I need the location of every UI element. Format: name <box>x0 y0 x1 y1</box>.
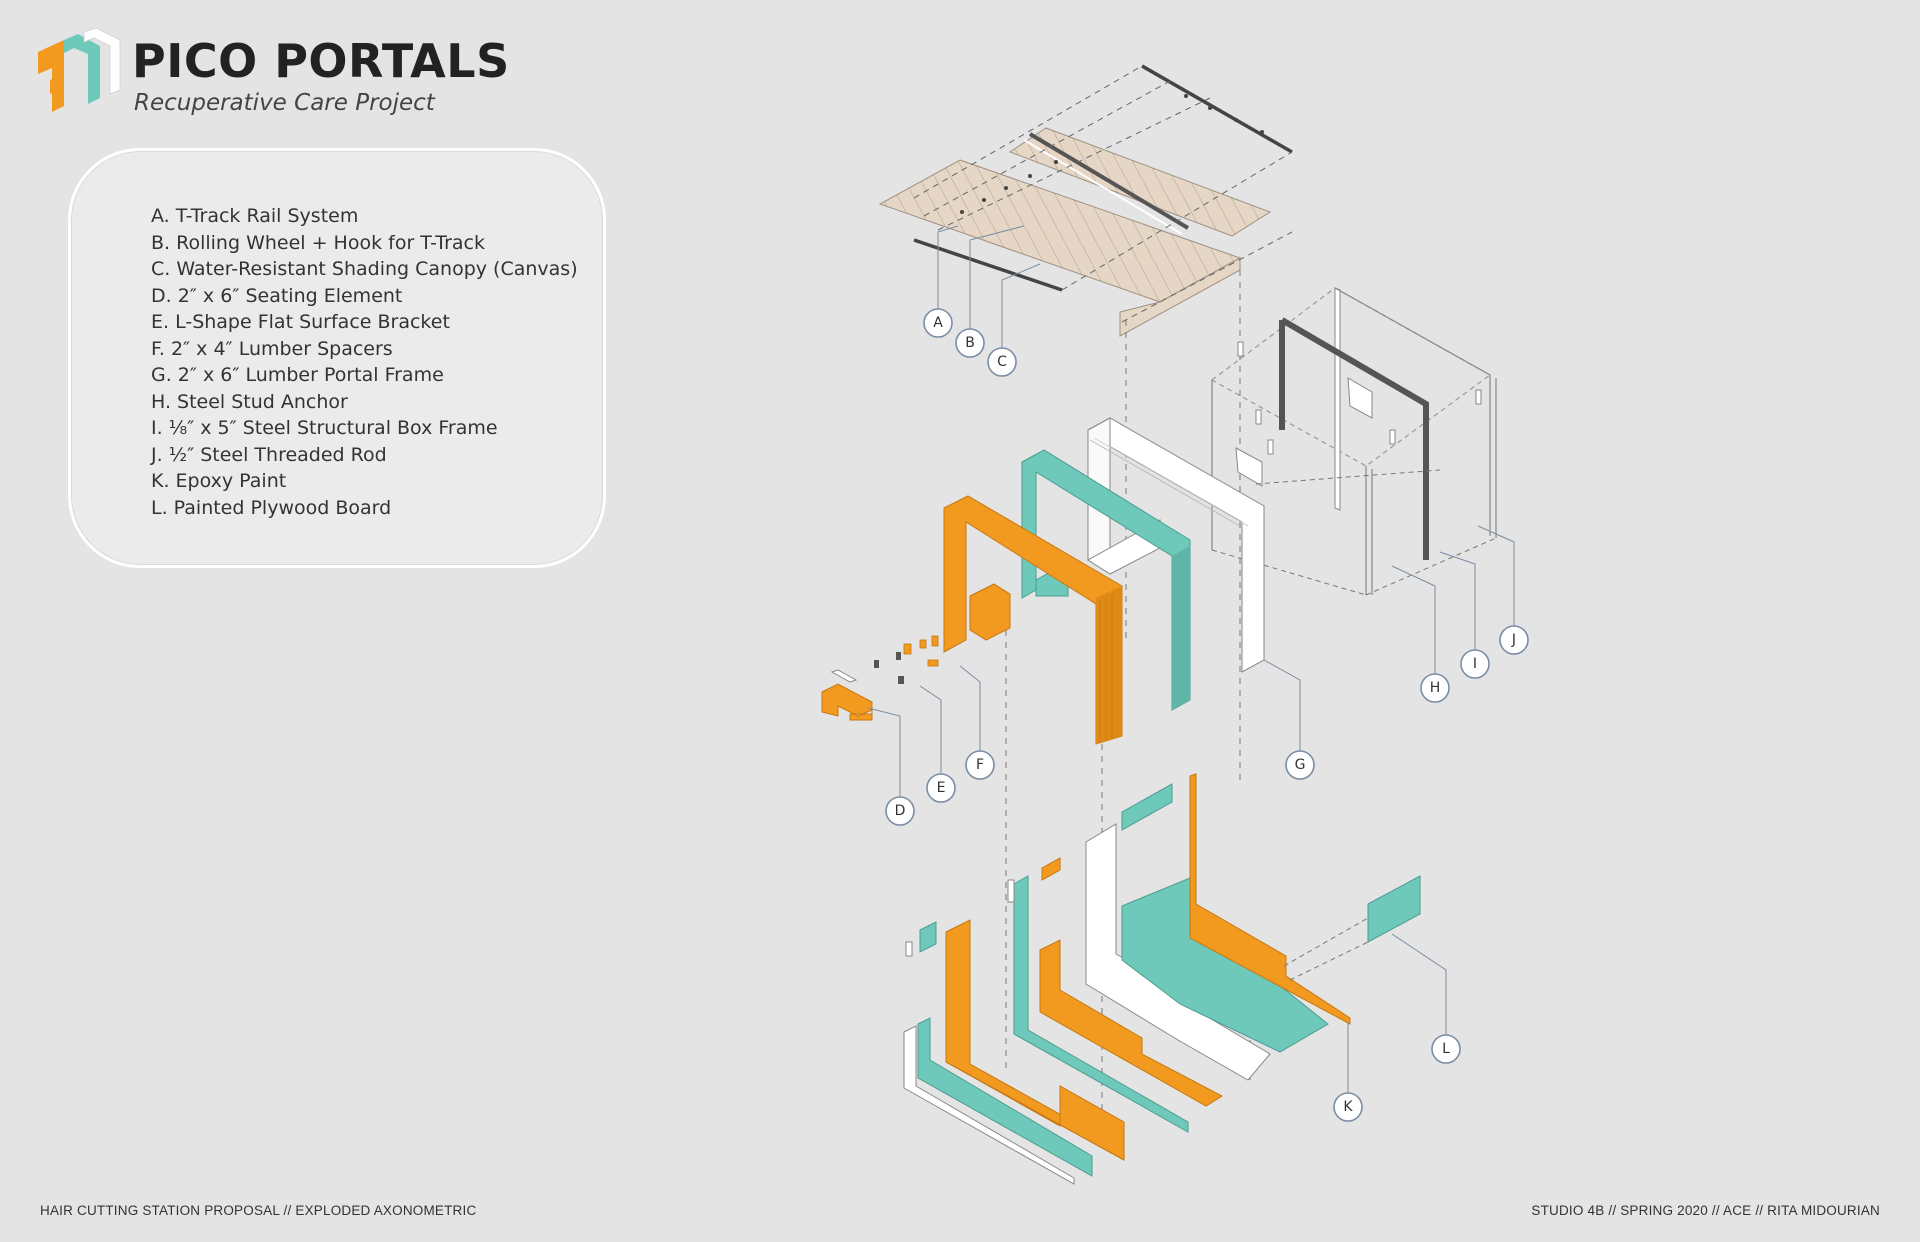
svg-text:G: G <box>1295 757 1306 773</box>
callout-c: C <box>987 347 1017 377</box>
svg-text:H: H <box>1430 680 1441 696</box>
steel-box-frame <box>1210 287 1497 596</box>
teal-tile-2 <box>919 921 937 953</box>
legend-item-h: H. Steel Stud Anchor <box>151 390 348 413</box>
teal-portal-frame <box>1021 449 1191 711</box>
footer-project-label: HAIR CUTTING STATION PROPOSAL // EXPLODE… <box>40 1203 477 1218</box>
legend-item-j: J. ¹⁄₂″ Steel Threaded Rod <box>151 443 387 466</box>
svg-text:D: D <box>895 803 906 819</box>
page-subtitle: Recuperative Care Project <box>134 90 435 116</box>
legend-item-i: I. ¹⁄₈″ x 5″ Steel Structural Box Frame <box>151 417 498 439</box>
legend-item-g: G. 2″ x 6″ Lumber Portal Frame <box>151 364 444 386</box>
legend-item-e: E. L-Shape Flat Surface Bracket <box>151 311 450 333</box>
teal-floor-strip-left <box>917 1017 1093 1177</box>
floor-layers <box>903 773 1421 1185</box>
callout-b: B <box>955 328 985 358</box>
teal-floor-strip-mid <box>1013 875 1189 1133</box>
callout-e: E <box>926 773 956 803</box>
orange-floor-strip-right <box>1189 773 1351 1025</box>
callout-l: L <box>1431 1034 1461 1064</box>
svg-text:A: A <box>933 315 943 331</box>
callout-k: K <box>1333 1092 1363 1122</box>
svg-text:C: C <box>997 354 1007 370</box>
svg-text:I: I <box>1473 656 1477 672</box>
orange-floor-strip-mid <box>1039 939 1224 1107</box>
callout-g: G <box>1285 750 1315 780</box>
plywood-board <box>1367 875 1421 943</box>
orange-portal-frame <box>943 495 1123 745</box>
legend-item-a: A. T-Track Rail System <box>151 205 359 227</box>
pico-portals-logo <box>38 28 121 112</box>
callout-j: J <box>1499 625 1529 655</box>
legend-item-f: F. 2″ x 4″ Lumber Spacers <box>151 337 393 360</box>
seating-element <box>821 635 939 721</box>
footer-credits: STUDIO 4B // SPRING 2020 // ACE // RITA … <box>1531 1203 1880 1218</box>
legend-item-k: K. Epoxy Paint <box>151 470 287 492</box>
svg-text:L: L <box>1442 1041 1450 1057</box>
t-track-rail-left <box>913 238 1063 292</box>
svg-text:K: K <box>1343 1099 1353 1115</box>
callout-i: I <box>1460 649 1490 679</box>
white-floor-panel <box>1085 823 1271 1081</box>
legend-panel: A. T-Track Rail System B. Rolling Wheel … <box>68 148 606 568</box>
callout-f: F <box>965 750 995 780</box>
legend-item-d: D. 2″ x 6″ Seating Element <box>151 284 403 307</box>
page-title: PICO PORTALS <box>132 34 510 88</box>
svg-text:E: E <box>937 780 946 796</box>
t-track-rail-right <box>1141 64 1293 154</box>
callout-a: A <box>923 308 953 338</box>
canopy-drop-flap <box>1119 257 1241 337</box>
svg-text:B: B <box>965 335 975 351</box>
legend-list: A. T-Track Rail System B. Rolling Wheel … <box>151 203 578 521</box>
callout-h: H <box>1420 673 1450 703</box>
canopy-assembly <box>878 64 1293 337</box>
legend-item-l: L. Painted Plywood Board <box>151 496 392 519</box>
callout-d: D <box>885 796 915 826</box>
teal-tile-1 <box>1121 783 1173 831</box>
teal-floor-panel <box>1121 877 1329 1053</box>
svg-text:F: F <box>976 757 984 773</box>
legend-item-b: B. Rolling Wheel + Hook for T-Track <box>151 231 485 254</box>
white-floor-strip-left <box>903 1025 1075 1185</box>
leader-lines <box>867 225 1515 1106</box>
canopy-panel-right <box>1008 127 1272 237</box>
legend-item-c: C. Water-Resistant Shading Canopy (Canva… <box>151 258 578 280</box>
orange-tile <box>1041 857 1061 881</box>
svg-text:J: J <box>1511 632 1516 648</box>
t-track-rail-center <box>1028 132 1190 230</box>
